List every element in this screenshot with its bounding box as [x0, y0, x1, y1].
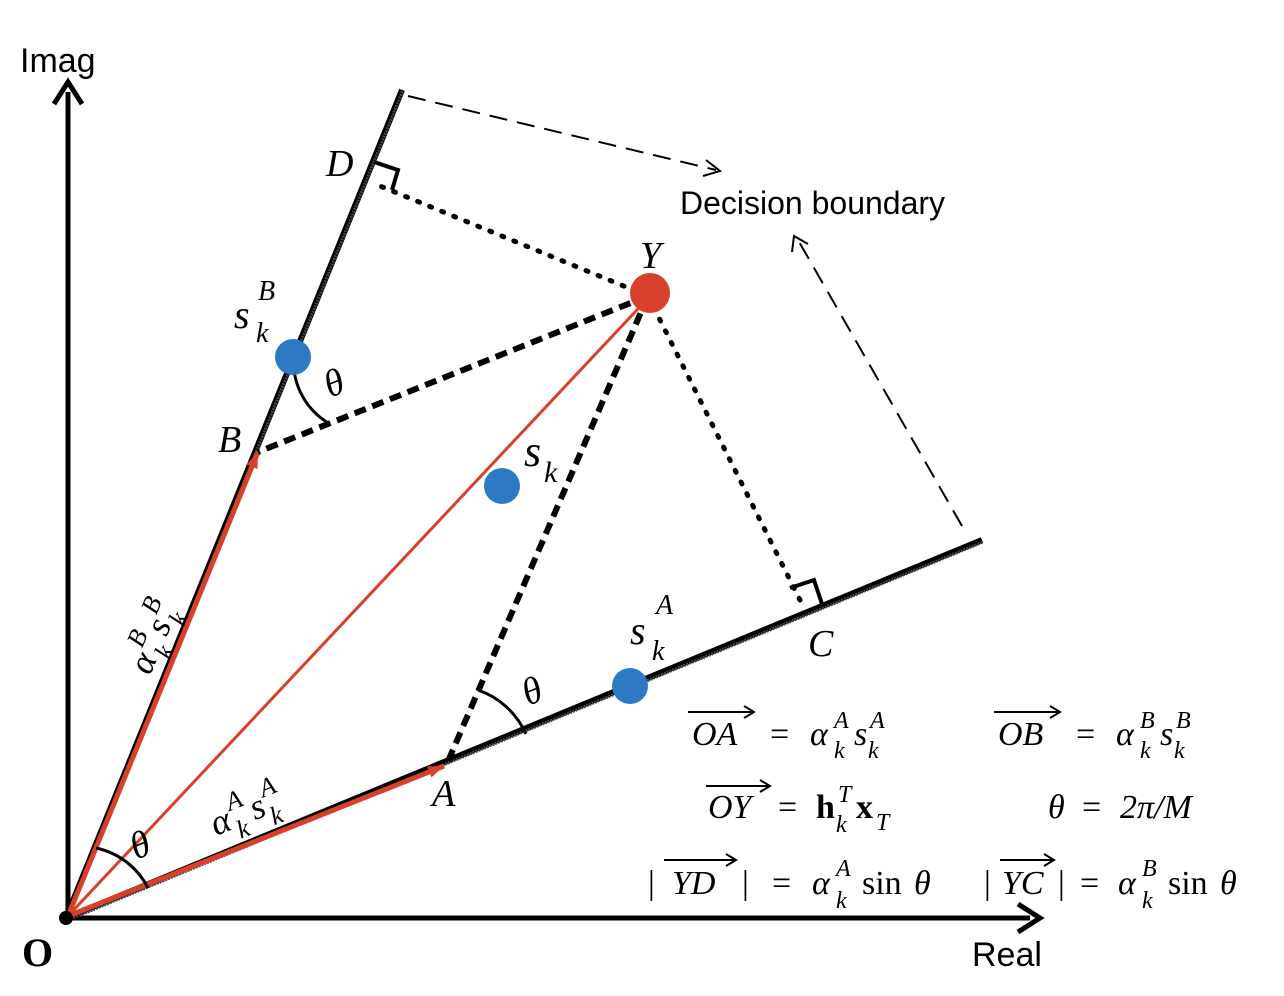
theta-origin: θ	[124, 822, 157, 868]
decision-arrow-top-head	[702, 159, 723, 177]
angle-arc-a	[477, 688, 528, 735]
vector-ob	[65, 451, 261, 917]
svg-text:OA = α k: OA = α k A s k A	[692, 699, 887, 766]
dashed-yb	[256, 293, 650, 455]
decision-arrow-top	[407, 95, 717, 171]
point-origin	[59, 911, 73, 925]
label-c: C	[808, 623, 834, 665]
equation-oa: OA = α k A s k A	[688, 699, 887, 766]
real-axis-arrowhead	[1016, 901, 1045, 935]
point-y	[630, 273, 670, 313]
dashed-ya	[443, 294, 651, 768]
equation-theta: θ = 2π/M	[1048, 789, 1193, 826]
right-angle-d	[373, 160, 401, 191]
label-alpha-a-vector: α k A s k A	[197, 760, 296, 854]
origin-label: O	[22, 930, 53, 975]
point-s	[484, 468, 520, 504]
svg-text:α k A s: α k A s k A	[197, 760, 296, 854]
equation-yd: | YD | = α k A sin θ	[648, 847, 931, 916]
theta-a: θ	[516, 668, 549, 714]
vector-oy	[66, 294, 652, 918]
label-b: B	[218, 419, 241, 461]
dotted-yd	[377, 183, 651, 299]
svg-text:| YD | =: | YD | = α k A sin θ	[648, 847, 931, 916]
angle-arc-b	[292, 369, 331, 426]
vector-oa	[67, 763, 445, 919]
point-sb	[275, 339, 311, 375]
decision-arrow-bottom-head	[791, 234, 809, 253]
svg-text:OB = α k: OB = α k B s k B	[998, 699, 1193, 766]
label-a: A	[429, 773, 456, 815]
equation-oy: OY = h k T x T	[706, 773, 891, 840]
label-d: D	[325, 143, 353, 185]
imag-axis-label: Imag	[20, 42, 96, 80]
svg-text:OY = h k: OY = h k T x T	[708, 773, 891, 840]
label-sa: s k A	[630, 590, 674, 669]
decision-boundary-label: Decision boundary	[680, 185, 945, 221]
imag-axis-arrowhead	[51, 77, 85, 106]
label-y: Y	[640, 235, 665, 277]
real-axis-label: Real	[972, 936, 1042, 974]
svg-text:| YC | =: | YC | = α k B sin θ	[984, 847, 1237, 916]
decision-arrow-bottom	[797, 239, 963, 527]
equation-yc: | YC | = α k B sin θ	[984, 847, 1237, 916]
label-sb: s k B	[234, 276, 278, 351]
angle-arc-origin	[95, 846, 150, 889]
theta-b: θ	[318, 360, 351, 406]
dotted-yc	[645, 293, 803, 603]
point-sa	[612, 668, 648, 704]
equation-ob: OB = α k B s k B	[994, 699, 1193, 766]
label-s: s k	[524, 427, 558, 489]
right-angle-c	[789, 577, 824, 605]
